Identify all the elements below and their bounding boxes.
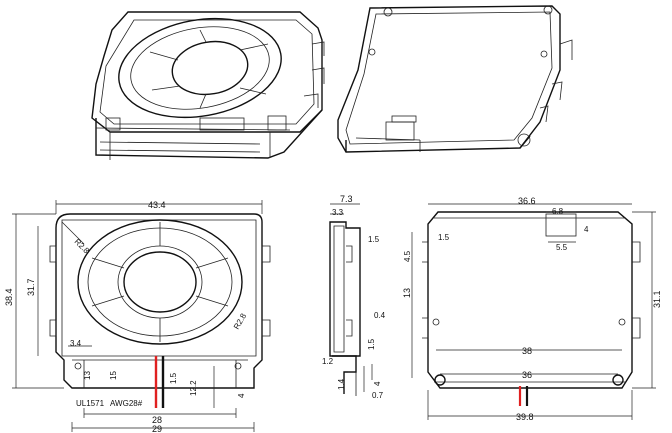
dim-36: 36 [522, 370, 532, 380]
dim-6-8: 6.8 [552, 207, 564, 216]
iso-view-front [91, 11, 325, 160]
dim-side-1-5: 1.5 [368, 235, 380, 244]
dim-31-1: 31.1 [652, 290, 662, 308]
dim-36-6: 36.6 [518, 196, 536, 206]
dim-1-4: 1.4 [337, 378, 346, 390]
back-view: 36.6 6.8 4 5.5 1.5 4.5 13 38 36 39.8 31.… [402, 196, 662, 422]
dim-r2-8-top: R2.8 [73, 237, 92, 256]
dim-4-5: 4.5 [403, 250, 412, 262]
dim-43-4: 43.4 [148, 200, 166, 210]
dim-15-front: 15 [109, 371, 118, 380]
dim-4-front: 4 [237, 393, 246, 398]
dim-back-13: 13 [402, 288, 412, 298]
dim-r2-8-right: R2.8 [232, 311, 249, 331]
dim-38: 38 [522, 346, 532, 356]
dim-wire-pitch: 1.5 [169, 372, 178, 384]
dim-39-8: 39.8 [516, 412, 534, 422]
side-view: 7.3 3.3 1.5 0.4 1.5 1.2 1.4 4 0.7 [322, 194, 386, 400]
dim-0-4: 0.4 [374, 311, 386, 320]
dim-side-lower-1-5: 1.5 [367, 338, 376, 350]
wire-label-gauge: AWG28# [110, 399, 143, 408]
iso-view-back [337, 5, 573, 153]
dim-3-4: 3.4 [70, 339, 82, 348]
dim-29: 29 [152, 424, 162, 433]
dim-1-2: 1.2 [322, 357, 334, 366]
dim-28: 28 [152, 415, 162, 425]
back-slot [545, 213, 577, 237]
dim-13-front: 13 [83, 371, 92, 380]
dim-7-3: 7.3 [340, 194, 353, 204]
dim-side-4: 4 [373, 381, 382, 386]
front-view: 43.4 38.4 31.7 R2.8 R2.8 3.4 13 15 1.5 1… [4, 200, 271, 433]
dim-0-7: 0.7 [372, 391, 384, 400]
dim-12-2: 12.2 [189, 380, 198, 396]
dim-slot-4: 4 [584, 225, 589, 234]
dim-5-5: 5.5 [556, 243, 568, 252]
dim-31-7: 31.7 [26, 278, 36, 296]
wire-label-type: UL1571 [76, 399, 105, 408]
dim-3-3: 3.3 [332, 208, 344, 217]
dim-back-1-5: 1.5 [438, 233, 450, 242]
dim-38-4: 38.4 [4, 288, 14, 306]
